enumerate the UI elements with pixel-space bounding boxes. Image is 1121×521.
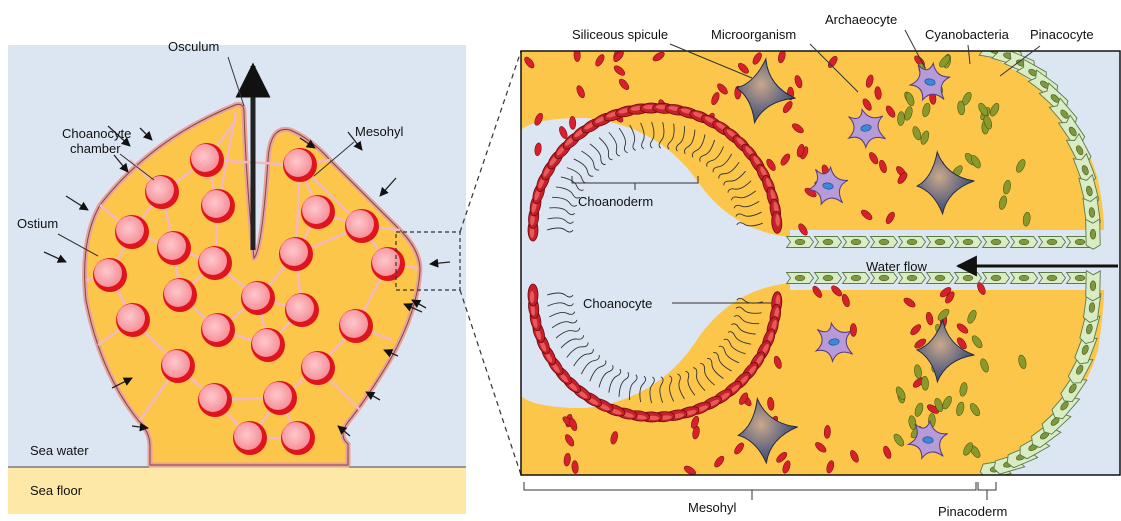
chamber-lumen <box>346 210 374 238</box>
pinacocyte-nucleus <box>1047 239 1057 245</box>
pinacocyte-cell <box>1086 271 1101 301</box>
pinacocyte-cell <box>983 237 1010 248</box>
pinacocyte-cell <box>899 273 926 284</box>
pinacocyte-nucleus <box>1019 239 1029 245</box>
chamber-lumen <box>286 294 314 322</box>
pinacocyte-cell <box>1011 273 1038 284</box>
osculum-label: Osculum <box>168 39 219 54</box>
chamber-lumen <box>158 232 186 260</box>
chamber-lumen <box>242 282 270 310</box>
chamber-lumen <box>146 176 174 204</box>
pinacocyte-nucleus <box>991 239 1001 245</box>
pinacocyte-nucleus <box>879 275 889 281</box>
pinacocyte-nucleus <box>823 239 833 245</box>
pinacocyte-label: Pinacocyte <box>1030 27 1094 42</box>
pinacocyte-nucleus <box>991 275 1001 281</box>
pinacocyte-nucleus <box>851 275 861 281</box>
pinacocyte-cell <box>843 273 870 284</box>
pinacocyte-nucleus <box>907 239 917 245</box>
chamber-lumen <box>199 247 227 275</box>
chamber-lumen <box>282 422 310 450</box>
right-panel-magnified-section: Water flow Siliceous spicule Microorgani… <box>521 12 1120 519</box>
pinacocyte-cell <box>1011 237 1038 248</box>
pinacocyte-cell <box>955 237 982 248</box>
choanocyte-chamber-label-line2: chamber <box>70 141 121 156</box>
pinacocyte-cell <box>983 273 1010 284</box>
choanocyte-cell <box>528 284 538 306</box>
pinacocyte-nucleus <box>1047 275 1057 281</box>
pinacocyte-nucleus <box>963 275 973 281</box>
microorganism-label: Microorganism <box>711 27 796 42</box>
chamber-lumen <box>162 350 190 378</box>
pinacocyte-cell <box>927 237 954 248</box>
chamber-lumen <box>191 144 219 172</box>
chamber-lumen <box>202 190 230 218</box>
pinacoderm-bracket <box>978 482 996 500</box>
choanocyte-nucleus <box>530 291 534 303</box>
pinacocyte-cell <box>927 273 954 284</box>
chamber-lumen <box>340 310 368 338</box>
chamber-lumen <box>252 329 280 357</box>
mesohyl-label-bottom: Mesohyl <box>688 500 737 515</box>
sea-water-label: Sea water <box>30 443 89 458</box>
pinacocyte-cell <box>871 237 898 248</box>
mesohyl-bracket <box>524 482 976 500</box>
pinacocyte-nucleus <box>1090 281 1096 291</box>
chamber-lumen <box>164 279 192 307</box>
pinacocyte-nucleus <box>1090 229 1096 239</box>
pinacocyte-nucleus <box>795 275 805 281</box>
chamber-lumen <box>116 216 144 244</box>
pinacocyte-nucleus <box>795 239 805 245</box>
pinacocyte-nucleus <box>823 275 833 281</box>
choanocyte-chamber-label-line1: Choanocyte <box>62 126 131 141</box>
pinacocyte-nucleus <box>935 239 945 245</box>
left-panel-sponge-body: Osculum Choanocyte chamber Mesohyl Ostiu… <box>8 39 521 514</box>
water-flow-label: Water flow <box>866 259 928 274</box>
choanoderm-label: Choanoderm <box>578 194 653 209</box>
pinacocyte-cell <box>1039 273 1066 284</box>
pinacocyte-nucleus <box>851 239 861 245</box>
pinacocyte-nucleus <box>1075 239 1085 245</box>
ostium-label: Ostium <box>17 216 58 231</box>
pinacoderm-label: Pinacoderm <box>938 504 1007 519</box>
pinacocyte-cell <box>1086 219 1101 249</box>
pinacocyte-cell <box>899 237 926 248</box>
pinacocyte-nucleus <box>879 239 889 245</box>
sea-floor-label: Sea floor <box>30 483 83 498</box>
choanocyte-label: Choanocyte <box>583 296 652 311</box>
microorganism <box>850 323 857 336</box>
pinacocyte-nucleus <box>907 275 917 281</box>
pinacocyte-cell <box>955 273 982 284</box>
microorganism <box>569 116 576 129</box>
pinacocyte-cell <box>1039 237 1066 248</box>
chamber-lumen <box>302 352 330 380</box>
chamber-lumen <box>234 422 262 450</box>
chamber-lumen <box>199 384 227 412</box>
pinacocyte-cell <box>871 273 898 284</box>
chamber-lumen <box>202 314 230 342</box>
pinacocyte-nucleus <box>963 239 973 245</box>
pinacocyte-cell <box>843 237 870 248</box>
chamber-lumen <box>94 259 122 287</box>
archaeocyte-label: Archaeocyte <box>825 12 897 27</box>
pinacocyte-nucleus <box>935 275 945 281</box>
chamber-lumen <box>302 196 330 224</box>
siliceous-spicule-label: Siliceous spicule <box>572 27 668 42</box>
chamber-lumen <box>117 304 145 332</box>
pinacocyte-nucleus <box>1075 275 1085 281</box>
mesohyl-label-left: Mesohyl <box>355 124 404 139</box>
chamber-lumen <box>264 382 292 410</box>
pinacocyte-nucleus <box>1019 275 1029 281</box>
pinacocyte-cell <box>815 237 842 248</box>
chamber-lumen <box>280 238 308 266</box>
pinacocyte-cell <box>787 273 814 284</box>
chamber-lumen <box>284 149 312 177</box>
pinacocyte-cell <box>787 237 814 248</box>
pinacocyte-cell <box>815 273 842 284</box>
cyanobacteria-label: Cyanobacteria <box>925 27 1010 42</box>
